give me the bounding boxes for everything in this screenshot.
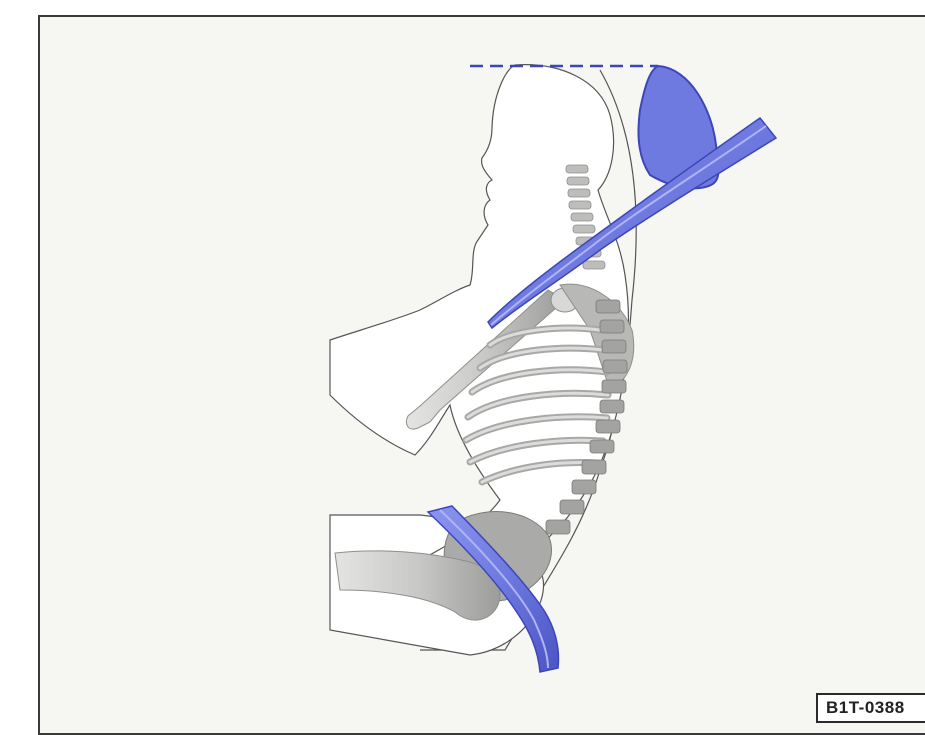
figure-code-label: B1T-0388 <box>816 693 925 723</box>
